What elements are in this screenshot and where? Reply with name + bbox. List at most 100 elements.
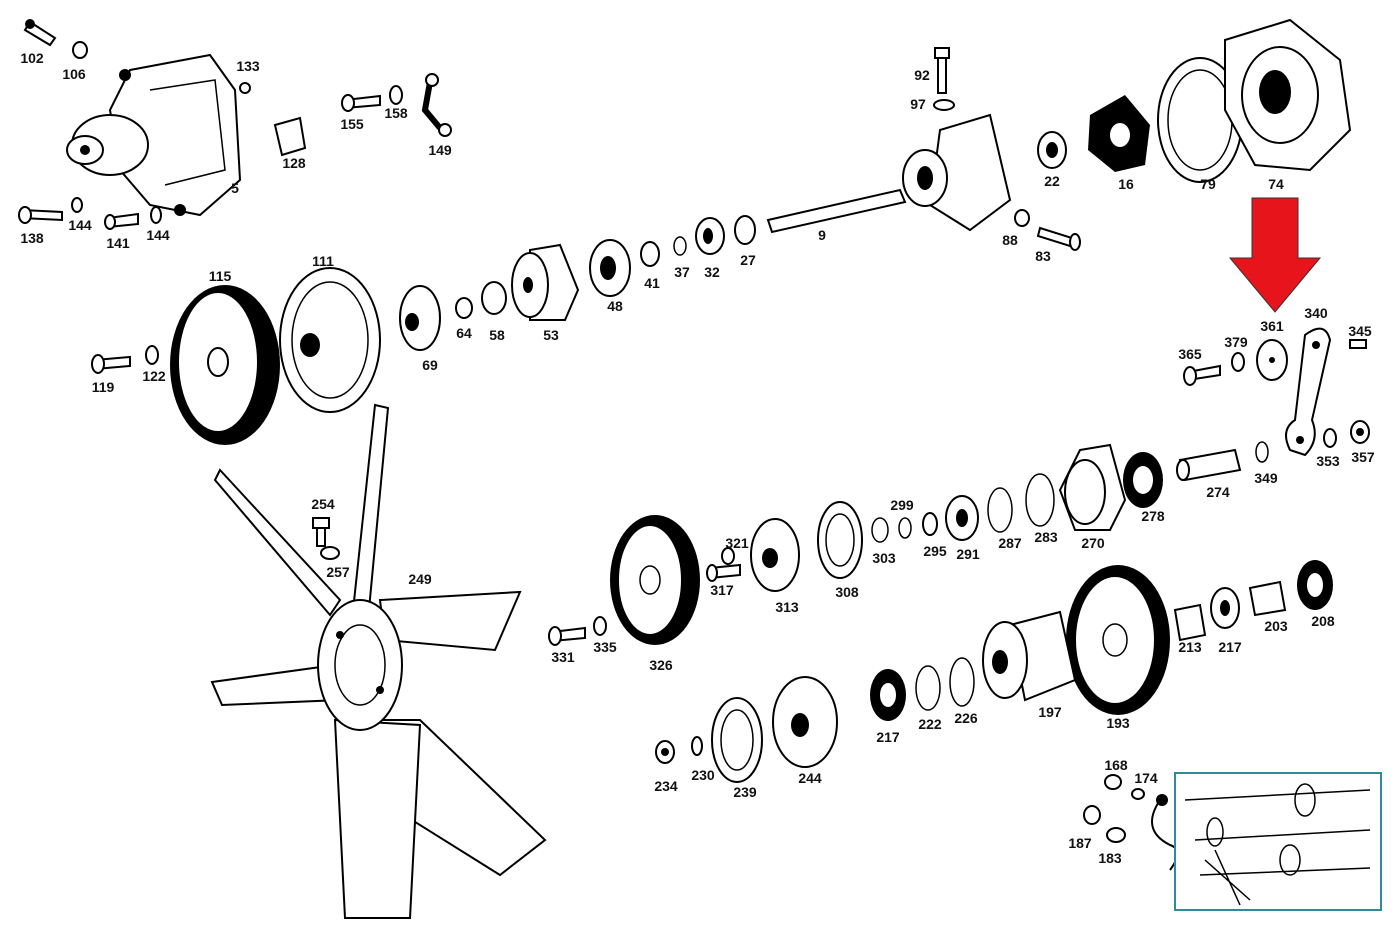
label-144b: 144 (146, 227, 170, 243)
label-83: 83 (1035, 248, 1051, 264)
circlip-287 (987, 487, 1013, 533)
gasket-308 (817, 501, 863, 579)
label-22: 22 (1044, 173, 1060, 189)
nut-234 (655, 740, 675, 764)
pulley-115 (170, 285, 280, 445)
label-274: 274 (1206, 484, 1230, 500)
label-349: 349 (1254, 470, 1278, 486)
lever-340 (1285, 327, 1332, 457)
label-158: 158 (384, 105, 408, 121)
label-174: 174 (1134, 770, 1158, 786)
label-317: 317 (710, 582, 734, 598)
label-299: 299 (890, 497, 914, 513)
bolt-119 (91, 354, 131, 374)
water-pump-housing (66, 53, 242, 217)
circlip-222 (915, 665, 941, 711)
label-213: 213 (1178, 639, 1202, 655)
bolt-317 (706, 563, 741, 582)
label-291: 291 (956, 546, 980, 562)
pipe-149 (421, 73, 452, 137)
washer-335 (593, 616, 607, 636)
label-357: 357 (1351, 449, 1375, 465)
hub-197 (982, 610, 1077, 702)
ring-303a (871, 517, 889, 543)
ring-295 (922, 512, 938, 536)
nut-321 (721, 547, 735, 565)
shaft-9 (766, 188, 907, 234)
down-arrow-icon (1228, 197, 1322, 313)
label-335: 335 (593, 639, 617, 655)
label-230: 230 (691, 767, 715, 783)
label-193: 193 (1106, 715, 1130, 731)
label-270: 270 (1081, 535, 1105, 551)
label-353: 353 (1316, 453, 1340, 469)
label-222: 222 (918, 716, 942, 732)
label-97: 97 (910, 96, 926, 112)
washer-144b (150, 206, 162, 224)
label-144a: 144 (68, 217, 92, 233)
label-16: 16 (1118, 176, 1134, 192)
label-115: 115 (209, 268, 232, 284)
circlip-283 (1025, 473, 1055, 527)
label-183: 183 (1098, 850, 1122, 866)
label-254: 254 (311, 496, 335, 512)
label-48: 48 (607, 298, 623, 314)
label-257: 257 (326, 564, 350, 580)
part-labels: 102 106 133 5 128 138 144 141 144 155 15… (20, 50, 1375, 866)
label-92: 92 (914, 67, 930, 83)
washer-349 (1255, 441, 1269, 463)
bolt-155 (341, 94, 381, 112)
label-239: 239 (733, 784, 757, 800)
washer-122 (145, 345, 159, 365)
bolt-102 (23, 19, 57, 47)
bolt-331 (548, 626, 586, 646)
disc-361 (1256, 339, 1288, 381)
label-187: 187 (1068, 835, 1092, 851)
label-313: 313 (775, 599, 799, 615)
pin-345 (1349, 339, 1367, 349)
nipple-133 (239, 82, 251, 94)
washer-174 (1131, 788, 1145, 800)
label-208: 208 (1311, 613, 1335, 629)
label-234: 234 (654, 778, 678, 794)
fan-249 (210, 403, 547, 919)
bolt-92 (934, 47, 950, 94)
label-244: 244 (798, 770, 822, 786)
washer-106 (72, 41, 88, 59)
bearing-208 (1297, 560, 1333, 610)
label-203: 203 (1264, 618, 1288, 634)
circlip-299 (898, 517, 912, 539)
bolt-141 (104, 212, 139, 230)
label-141: 141 (106, 235, 130, 251)
washer-183 (1106, 827, 1126, 843)
label-365: 365 (1178, 346, 1202, 362)
label-88: 88 (1002, 232, 1018, 248)
label-9: 9 (818, 227, 826, 243)
seal-27 (734, 215, 756, 245)
washer-257 (320, 546, 340, 560)
label-106: 106 (62, 66, 86, 82)
label-111: 111 (312, 253, 334, 269)
pulley-53 (511, 243, 580, 321)
label-345: 345 (1348, 323, 1372, 339)
bearing-48 (589, 239, 631, 297)
washer-158 (389, 85, 403, 105)
sleeve-58 (481, 281, 507, 315)
flange-244 (772, 676, 838, 768)
gasket-79 (1157, 57, 1243, 183)
nut-187 (1083, 805, 1101, 825)
washer-144a (71, 197, 83, 213)
bearing-217a (1210, 587, 1240, 629)
bolt-83 (1036, 226, 1081, 251)
washer-97 (933, 99, 955, 111)
washer-379 (1231, 352, 1245, 372)
nut-357 (1350, 420, 1370, 444)
circlip-226 (949, 657, 975, 707)
label-249: 249 (408, 571, 432, 587)
washer-353 (1323, 428, 1337, 448)
bearing-291 (945, 495, 979, 541)
bolt-365 (1183, 364, 1221, 386)
label-79: 79 (1200, 176, 1216, 192)
label-217b: 217 (876, 729, 900, 745)
pulley-193 (1066, 565, 1170, 715)
